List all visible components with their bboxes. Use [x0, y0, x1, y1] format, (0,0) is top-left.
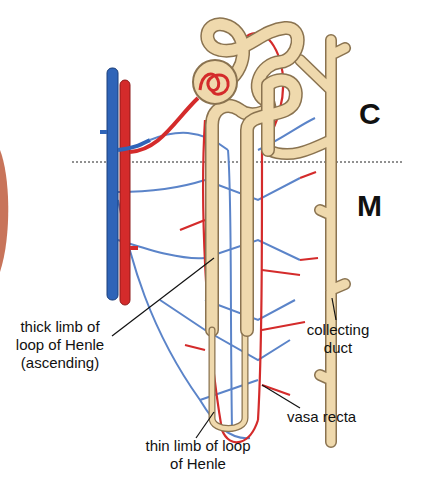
- kidney-edge: [0, 150, 8, 272]
- part-label: thick limb of loop of Henle (ascending): [6, 318, 114, 372]
- arterial-capillaries: [180, 33, 318, 442]
- part-label: thin limb of loop of Henle: [141, 437, 255, 473]
- part-label: vasa recta: [287, 408, 387, 426]
- venule: [118, 140, 150, 150]
- vein: [107, 68, 118, 300]
- glomerulus: [200, 74, 228, 94]
- artery: [120, 80, 130, 305]
- bowman-capsule: [193, 60, 237, 104]
- region-letter: C: [359, 96, 399, 132]
- artery-branch: [130, 246, 138, 250]
- region-letter: M: [357, 188, 401, 224]
- vein-branch: [100, 130, 107, 134]
- part-label: collecting duct: [296, 321, 380, 357]
- collecting-duct-tube: [268, 40, 345, 442]
